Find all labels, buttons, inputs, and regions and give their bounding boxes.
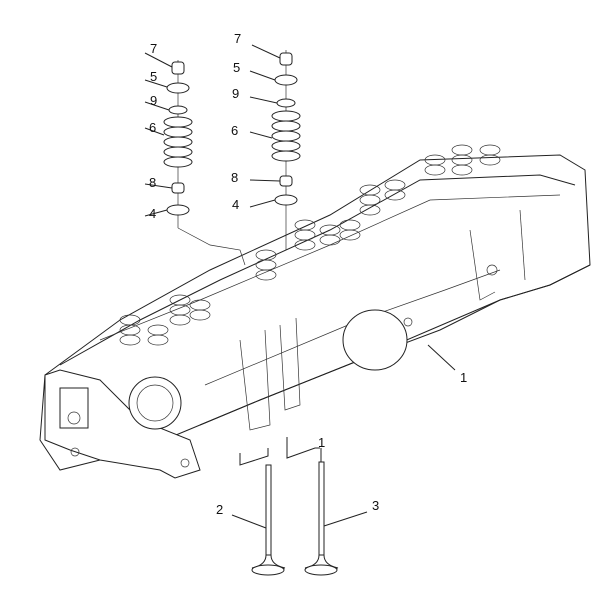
callout-7-right: 7 xyxy=(234,31,242,46)
valve-intake xyxy=(304,448,368,576)
leader-line-head xyxy=(427,344,456,371)
callout-5-right: 5 xyxy=(233,60,241,75)
valve-stack-left xyxy=(144,52,246,266)
bracket-exhaust xyxy=(239,448,269,466)
bracket-intake xyxy=(286,437,320,459)
callout-4-left: 4 xyxy=(149,206,157,221)
installed-valve-springs xyxy=(119,144,501,346)
callout-6-right: 6 xyxy=(231,123,239,138)
callout-1-head: 1 xyxy=(460,370,468,385)
callout-3-intake-valve: 3 xyxy=(372,498,380,513)
callout-6-left: 6 xyxy=(149,120,157,135)
callout-2-exhaust-valve: 2 xyxy=(216,502,224,517)
cylinder-head xyxy=(39,154,591,479)
callout-4-right: 4 xyxy=(232,197,240,212)
callout-8-left: 8 xyxy=(149,175,157,190)
valve-exhaust xyxy=(231,464,286,576)
valve-stack-right xyxy=(249,44,301,250)
callout-5-left: 5 xyxy=(150,69,158,84)
callout-7-left: 7 xyxy=(150,41,158,56)
callout-1-reference: 1 xyxy=(318,435,326,450)
callout-9-left: 9 xyxy=(150,93,158,108)
callout-9-right: 9 xyxy=(232,86,240,101)
callout-8-right: 8 xyxy=(231,170,239,185)
